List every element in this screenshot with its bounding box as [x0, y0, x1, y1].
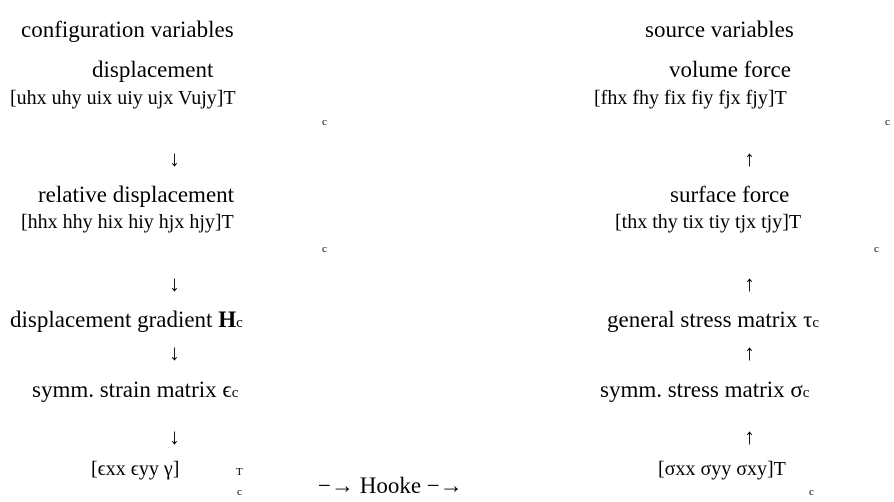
- strain-vector-subscript: c: [237, 486, 242, 498]
- displacement-vector: [uhx uhy uix uiy ujx Vujy]T: [10, 87, 236, 109]
- symm-strain-text: symm. strain matrix: [32, 377, 223, 402]
- surface-force-vector: [thx thy tix tiy tjx tjy]T: [615, 211, 802, 233]
- up-arrow-3: ↑: [744, 340, 755, 365]
- symm-stress-subscript: c: [802, 385, 810, 401]
- up-arrow-2: ↑: [744, 271, 755, 296]
- displacement-title: displacement: [92, 57, 214, 82]
- down-arrow-3: ↓: [169, 340, 180, 365]
- up-arrow-1: ↑: [744, 146, 755, 171]
- displacement-gradient-label: displacement gradient Hc: [10, 308, 243, 331]
- strain-vector-superscript: T: [236, 466, 243, 478]
- displacement-gradient-symbol: H: [218, 307, 237, 332]
- relative-displacement-subscript: c: [322, 243, 327, 255]
- symm-stress-label: symm. stress matrix σc: [600, 378, 809, 401]
- down-arrow-2: ↓: [169, 271, 180, 296]
- surface-force-title: surface force: [670, 182, 790, 207]
- hooke-relation: −→ Hooke −→: [318, 473, 463, 498]
- symm-strain-subscript: c: [231, 385, 239, 401]
- relative-displacement-vector: [hhx hhy hix hiy hjx hjy]T: [21, 211, 234, 233]
- displacement-gradient-text: displacement gradient: [10, 307, 219, 332]
- displacement-subscript: c: [322, 116, 327, 128]
- symm-strain-symbol: ϵ: [222, 377, 232, 402]
- volume-force-title: volume force: [669, 57, 791, 82]
- symm-stress-symbol: σ: [790, 377, 803, 402]
- down-arrow-1: ↓: [169, 146, 180, 171]
- general-stress-text: general stress matrix: [607, 307, 804, 332]
- general-stress-label: general stress matrix τc: [607, 308, 819, 331]
- strain-vector: [ϵxx ϵyy γ]: [91, 458, 180, 480]
- general-stress-symbol: τ: [803, 307, 813, 332]
- symm-stress-text: symm. stress matrix: [600, 377, 791, 402]
- source-variables-header: source variables: [645, 17, 794, 42]
- stress-vector: [σxx σyy σxy]T: [658, 458, 786, 480]
- surface-force-subscript: c: [874, 243, 879, 255]
- relative-displacement-title: relative displacement: [38, 182, 235, 207]
- volume-force-vector: [fhx fhy fix fiy fjx fjy]T: [594, 87, 787, 109]
- general-stress-subscript: c: [812, 315, 819, 331]
- down-arrow-4: ↓: [169, 424, 180, 449]
- volume-force-subscript: c: [885, 116, 890, 128]
- up-arrow-4: ↑: [744, 424, 755, 449]
- configuration-variables-header: configuration variables: [21, 17, 234, 42]
- displacement-gradient-subscript: c: [236, 315, 243, 331]
- symm-strain-label: symm. strain matrix ϵc: [32, 378, 238, 401]
- stress-vector-subscript: c: [809, 486, 814, 498]
